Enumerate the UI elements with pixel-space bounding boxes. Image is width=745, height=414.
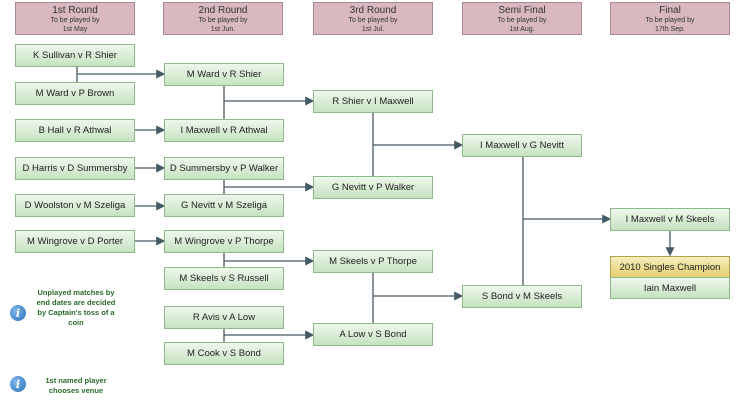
header-final: Final To be played by 17th Sep.: [610, 2, 730, 35]
info-icon: i: [10, 305, 26, 321]
match-round3-4: A Low v S Bond: [313, 323, 433, 346]
match-round1-2: M Ward v P Brown: [15, 82, 135, 105]
match-round2-6: M Skeels v S Russell: [164, 267, 284, 290]
match-round3-1: R Shier v I Maxwell: [313, 90, 433, 113]
header-date: 1st Jul.: [361, 26, 385, 33]
match-round3-2: G Nevitt v P Walker: [313, 176, 433, 199]
header-subtitle: To be played by: [50, 17, 100, 24]
match-round2-7: R Avis v A Low: [164, 306, 284, 329]
match-round1-4: D Harris v D Summersby: [15, 157, 135, 180]
match-round1-1: K Sullivan v R Shier: [15, 44, 135, 67]
match-round2-1: M Ward v R Shier: [164, 63, 284, 86]
header-title: Final: [659, 5, 681, 16]
header-title: 2nd Round: [198, 5, 248, 16]
header-title: 1st Round: [52, 5, 98, 16]
header-date: 1st May: [62, 26, 88, 33]
match-round1-6: M Wingrove v D Porter: [15, 230, 135, 253]
header-title: Semi Final: [498, 5, 546, 16]
header-subtitle: To be played by: [348, 17, 398, 24]
note-venue: 1st named player chooses venue: [45, 376, 107, 395]
header-title: 3rd Round: [349, 5, 397, 16]
match-round2-2: I Maxwell v R Athwal: [164, 119, 284, 142]
header-semi-final: Semi Final To be played by 1st Aug.: [462, 2, 582, 35]
match-round2-8: M Cook v S Bond: [164, 342, 284, 365]
header-subtitle: To be played by: [645, 17, 695, 24]
match-round2-5: M Wingrove v P Thorpe: [164, 230, 284, 253]
match-final: I Maxwell v M Skeels: [610, 208, 730, 231]
header-date: 17th Sep.: [655, 26, 685, 33]
header-subtitle: To be played by: [198, 17, 248, 24]
match-round3-3: M Skeels v P Thorpe: [313, 250, 433, 273]
header-round-2: 2nd Round To be played by 1st Jun.: [163, 2, 283, 35]
header-round-1: 1st Round To be played by 1st May: [15, 2, 135, 35]
match-round1-5: D Woolston v M Szeliga: [15, 194, 135, 217]
match-semi-1: I Maxwell v G Nevitt: [462, 134, 582, 157]
match-round2-4: G Nevitt v M Szeliga: [164, 194, 284, 217]
header-date: 1st Aug.: [509, 26, 535, 33]
match-round2-3: D Summersby v P Walker: [164, 157, 284, 180]
header-date: 1st Jun.: [210, 26, 236, 33]
info-icon: i: [10, 376, 26, 392]
match-round1-3: B Hall v R Athwal: [15, 119, 135, 142]
match-semi-2: S Bond v M Skeels: [462, 285, 582, 308]
champion-name: Iain Maxwell: [610, 277, 730, 299]
header-round-3: 3rd Round To be played by 1st Jul.: [313, 2, 433, 35]
header-subtitle: To be played by: [497, 17, 547, 24]
note-unplayed-matches: Unplayed matches by end dates are decide…: [36, 288, 116, 327]
champion-label: 2010 Singles Champion: [610, 256, 730, 278]
